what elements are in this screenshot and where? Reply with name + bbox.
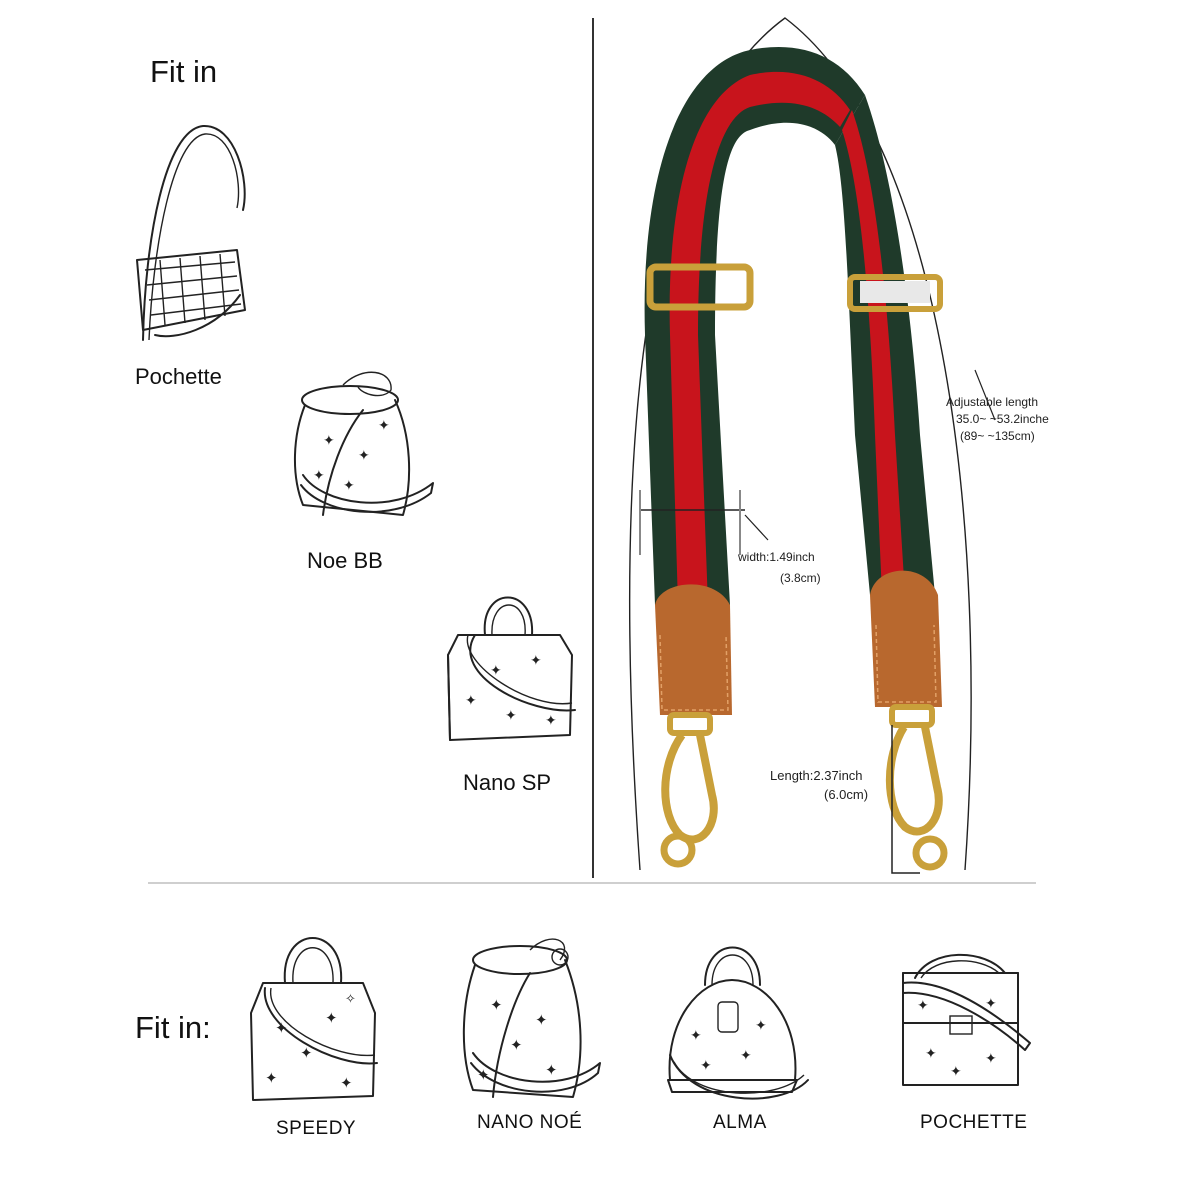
svg-text:✦: ✦	[490, 997, 503, 1014]
adjustable-length-line3: (89~ ~135cm)	[960, 429, 1035, 443]
svg-text:✦: ✦	[755, 1017, 767, 1033]
bottom-fit-in-title: Fit in:	[135, 1010, 211, 1045]
top-bag-label-noe-bb: Noe BB	[307, 548, 383, 573]
svg-text:✦: ✦	[490, 662, 502, 678]
svg-text:✦: ✦	[925, 1045, 937, 1061]
svg-text:✦: ✦	[985, 1050, 997, 1066]
top-bag-label-nano-sp: Nano SP	[463, 770, 552, 795]
bucket-bag-icon: ✦ ✦ ✦ ✦ ✦	[462, 938, 601, 1098]
svg-text:✦: ✦	[275, 1020, 288, 1037]
width-callout: width:1.49inch (3.8cm)	[738, 549, 821, 587]
svg-text:✦: ✦	[545, 712, 557, 728]
alma-bag-icon: ✦ ✦ ✦ ✦	[667, 946, 809, 1100]
svg-text:✦: ✦	[378, 417, 390, 433]
speedy-bag-icon: ✦ ✦ ✦ ✦ ✦ ✧	[250, 937, 378, 1101]
bottom-bag-label-nano-noe: NANO NOÉ	[477, 1112, 583, 1133]
svg-text:✦: ✦	[505, 707, 517, 723]
svg-text:✦: ✦	[313, 467, 325, 483]
svg-text:✦: ✦	[917, 997, 929, 1013]
svg-text:✦: ✦	[700, 1057, 712, 1073]
hook-length-line2: (6.0cm)	[824, 787, 869, 802]
svg-text:✦: ✦	[690, 1027, 702, 1043]
adjustable-length-line1: Adjustable length	[946, 395, 1039, 409]
bottom-bag-label-alma: ALMA	[713, 1112, 767, 1133]
bucket-bag-icon: ✦ ✦ ✦ ✦ ✦	[293, 371, 434, 516]
svg-text:✦: ✦	[530, 652, 542, 668]
bottom-bag-label-speedy: SPEEDY	[276, 1118, 357, 1139]
hook-length-callout: Length:2.37inch (6.0cm)	[770, 767, 868, 803]
speedy-bag-icon: ✦ ✦ ✦ ✦ ✦	[447, 596, 576, 741]
pochette-metis-bag-icon: ✦ ✦ ✦ ✦ ✦	[902, 953, 1031, 1086]
width-line1: width:1.49inch	[738, 550, 815, 564]
horizontal-divider	[148, 882, 1036, 884]
strap-outline-curve	[628, 17, 972, 871]
adjustable-length-line2: 35.0~ ~53.2inche	[956, 412, 1049, 426]
svg-text:✦: ✦	[535, 1012, 548, 1029]
svg-text:✦: ✦	[545, 1062, 558, 1079]
hook-length-line1: Length:2.37inch	[770, 768, 863, 783]
bottom-bag-label-pochette: POCHETTE	[920, 1112, 1028, 1133]
svg-text:✦: ✦	[325, 1010, 338, 1027]
svg-text:✦: ✦	[950, 1063, 962, 1079]
svg-text:✦: ✦	[465, 692, 477, 708]
svg-text:✦: ✦	[343, 477, 355, 493]
vertical-divider	[592, 18, 594, 878]
svg-text:✦: ✦	[323, 432, 335, 448]
svg-text:✦: ✦	[510, 1037, 523, 1054]
adjustable-length-callout: Adjustable length 35.0~ ~53.2inche (89~ …	[946, 394, 1049, 445]
svg-text:✦: ✦	[358, 447, 370, 463]
top-bag-label-pochette: Pochette	[135, 364, 222, 389]
shoulder-strap-image	[639, 47, 996, 874]
svg-text:✦: ✦	[265, 1070, 278, 1087]
svg-text:✦: ✦	[477, 1067, 490, 1084]
svg-text:✦: ✦	[300, 1045, 313, 1062]
svg-text:✦: ✦	[985, 995, 997, 1011]
svg-text:✧: ✧	[345, 991, 356, 1006]
svg-text:✦: ✦	[340, 1075, 353, 1092]
svg-text:✦: ✦	[740, 1047, 752, 1063]
width-line2: (3.8cm)	[780, 571, 821, 585]
pochette-bag-icon	[136, 124, 246, 341]
top-fit-in-title: Fit in	[150, 54, 218, 89]
